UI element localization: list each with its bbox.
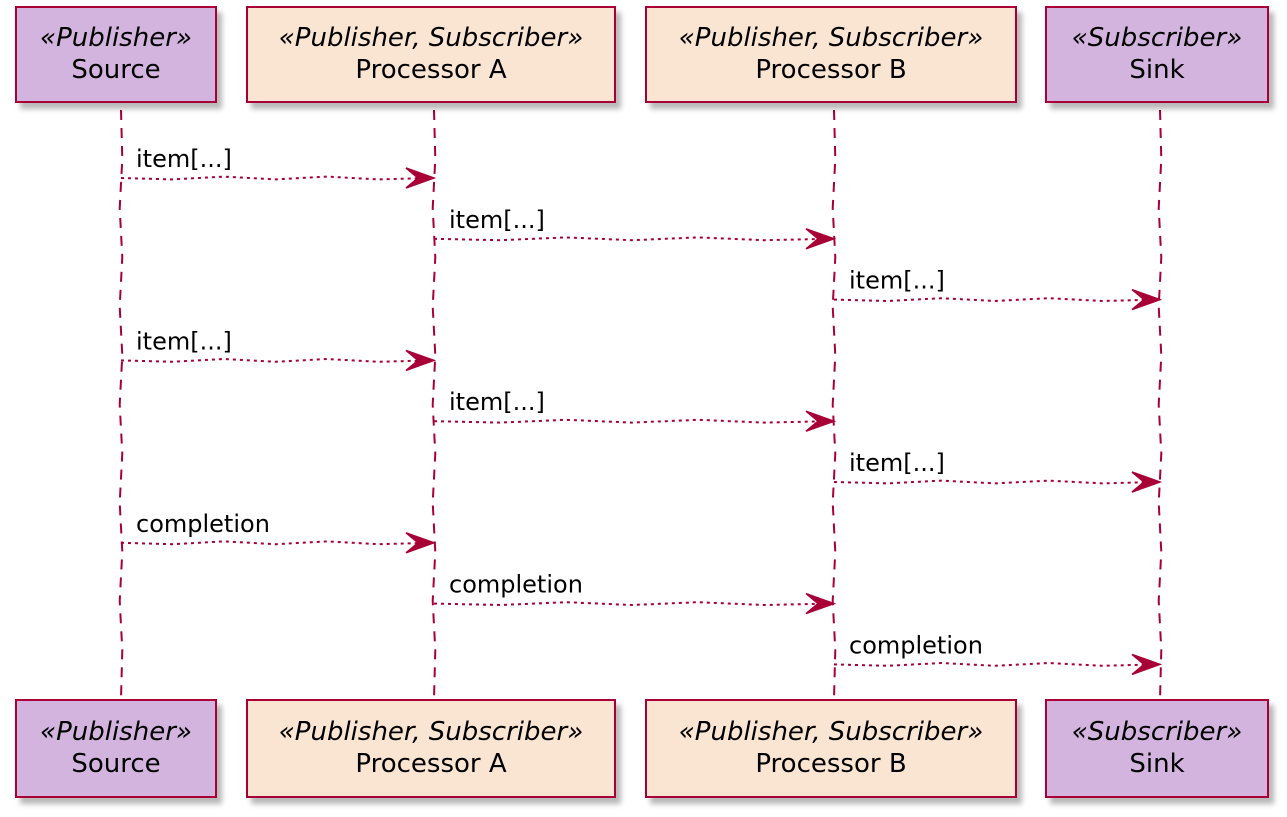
message-label: item[...] xyxy=(449,388,545,416)
participant-stereotype: «Publisher, Subscriber» xyxy=(278,23,584,53)
messages: item[...] item[...] item[...] item[...] item… xyxy=(120,145,1163,676)
message-arrow-line xyxy=(833,661,1157,667)
message-arrowhead-icon xyxy=(805,228,837,250)
participant-name: Sink xyxy=(1129,55,1185,85)
lifeline-sink xyxy=(1157,109,1163,700)
message-arrow-line xyxy=(120,357,431,363)
participant-source-bottom: «Publisher» Source xyxy=(15,699,217,798)
participant-name: Processor B xyxy=(755,749,907,779)
message-3: item[...] xyxy=(120,327,437,372)
message-arrow-line xyxy=(433,236,831,242)
message-arrow-line xyxy=(833,479,1157,485)
participant-stereotype: «Publisher, Subscriber» xyxy=(678,717,984,747)
message-arrow-line xyxy=(433,418,831,424)
participant-sink-top: «Subscriber» Sink xyxy=(1045,6,1269,103)
participant-processor-b-bottom: «Publisher, Subscriber» Processor B xyxy=(645,699,1017,798)
message-arrowhead-icon xyxy=(805,592,837,615)
message-arrowhead-icon xyxy=(1131,471,1163,493)
message-label: item[...] xyxy=(849,449,945,477)
participant-stereotype: «Subscriber» xyxy=(1071,717,1243,747)
message-label: item[...] xyxy=(136,327,232,355)
lifeline-procB xyxy=(831,109,837,700)
participant-stereotype: «Publisher, Subscriber» xyxy=(278,717,584,747)
message-arrowhead-icon xyxy=(405,532,437,554)
participant-stereotype: «Publisher» xyxy=(40,23,192,53)
participant-processor-b-top: «Publisher, Subscriber» Processor B xyxy=(645,6,1017,103)
message-label: item[...] xyxy=(449,206,545,234)
participant-processor-a-top: «Publisher, Subscriber» Processor A xyxy=(246,6,616,103)
participant-stereotype: «Publisher, Subscriber» xyxy=(678,23,984,53)
lifeline-procA xyxy=(431,109,437,700)
message-arrowhead-icon xyxy=(405,349,437,372)
message-arrowhead-icon xyxy=(1131,288,1163,311)
participant-sink-bottom: «Subscriber» Sink xyxy=(1045,699,1269,798)
message-8: completion xyxy=(833,631,1163,676)
message-arrowhead-icon xyxy=(405,167,437,189)
message-label: item[...] xyxy=(136,145,232,173)
participant-stereotype: «Publisher» xyxy=(40,717,192,747)
participant-name: Processor A xyxy=(355,749,507,779)
message-arrowhead-icon xyxy=(1131,653,1163,676)
message-4: item[...] xyxy=(433,388,837,432)
message-label: item[...] xyxy=(849,267,945,295)
message-6: completion xyxy=(120,510,437,554)
message-label: completion xyxy=(449,571,583,599)
message-0: item[...] xyxy=(120,145,437,189)
participant-name: Source xyxy=(71,749,161,779)
participant-name: Sink xyxy=(1129,749,1185,779)
participant-processor-a-bottom: «Publisher, Subscriber» Processor A xyxy=(246,699,616,798)
participant-source-top: «Publisher» Source xyxy=(15,6,217,103)
message-arrowhead-icon xyxy=(805,410,837,432)
message-label: completion xyxy=(136,510,270,538)
message-5: item[...] xyxy=(833,449,1163,493)
message-arrow-line xyxy=(433,601,831,607)
message-1: item[...] xyxy=(433,206,837,250)
participant-name: Processor A xyxy=(355,55,507,85)
lifelines xyxy=(118,109,1163,700)
participant-name: Processor B xyxy=(755,55,907,85)
message-label: completion xyxy=(849,631,983,659)
message-arrow-line xyxy=(120,540,431,546)
message-arrow-line xyxy=(120,175,431,181)
participant-stereotype: «Subscriber» xyxy=(1071,23,1243,53)
message-2: item[...] xyxy=(833,267,1163,311)
lifeline-source xyxy=(118,109,124,700)
message-arrow-line xyxy=(833,297,1157,303)
message-7: completion xyxy=(433,571,837,615)
participant-name: Source xyxy=(71,55,161,85)
